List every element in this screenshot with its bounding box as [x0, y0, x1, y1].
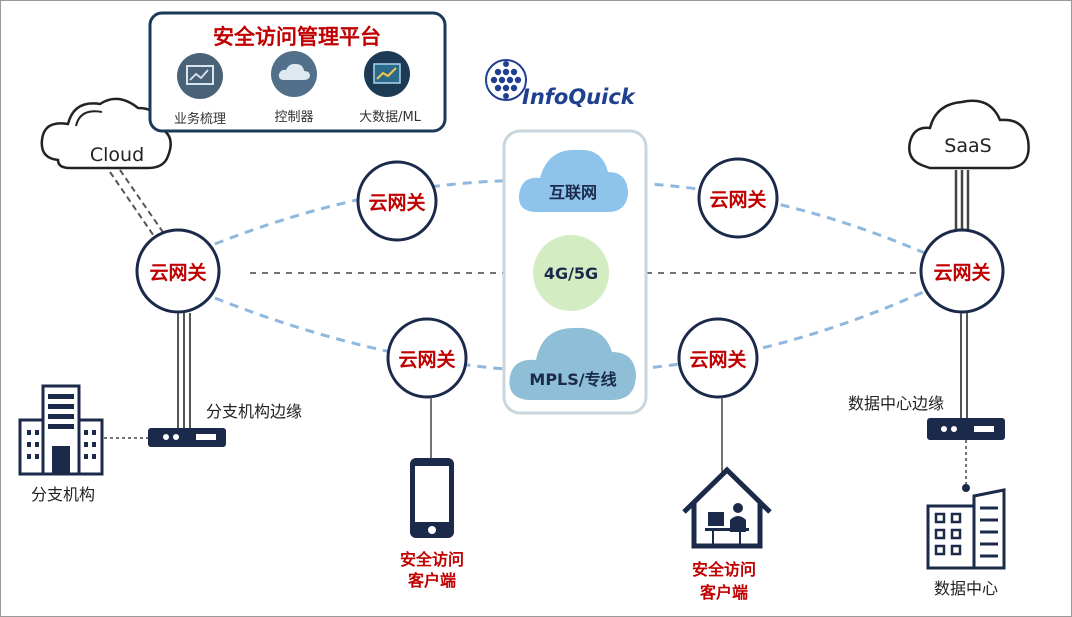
branch-edge-device: [148, 428, 226, 447]
mobile-client-label-2: 客户端: [408, 571, 456, 590]
cloud-right-label: SaaS: [944, 135, 991, 157]
mobile-label: 4G/5G: [544, 264, 598, 283]
branch-link: [177, 313, 191, 428]
analytics-icon: [364, 51, 410, 97]
gateway-top-left-label: 云网关: [368, 191, 425, 214]
dashboard-icon: [177, 53, 223, 99]
module-label-controller: 控制器: [274, 110, 313, 125]
branch-edge-label: 分支机构边缘: [206, 402, 302, 421]
brand-name: InfoQuick: [522, 85, 637, 109]
dc-site-label: 数据中心: [934, 579, 998, 598]
gateway-left: 云网关: [135, 228, 221, 314]
gateway-right: 云网关: [919, 228, 1005, 314]
dc-link: [960, 313, 968, 418]
mpls-cloud: MPLS/专线: [509, 327, 636, 400]
internet-cloud: 互联网: [518, 149, 628, 212]
gateway-left-label: 云网关: [149, 261, 206, 284]
management-platform-panel: 安全访问管理平台 业务梳理 控制器 大数据/ML: [148, 11, 447, 133]
module-label-bigdata: 大数据/ML: [359, 110, 422, 125]
home-office-icon: [682, 466, 772, 549]
cloud-left-label: Cloud: [90, 144, 144, 166]
cloud-right: SaaS: [908, 99, 1030, 170]
saas-link: [954, 170, 970, 230]
cloud-left: Cloud: [40, 97, 172, 170]
home-client-label-1: 安全访问: [692, 560, 756, 579]
dc-link-dot: [962, 484, 970, 492]
gateway-right-label: 云网关: [933, 261, 990, 284]
gateway-top-left: 云网关: [356, 160, 438, 242]
branch-site-label: 分支机构: [31, 485, 95, 504]
dc-edge-device: [927, 418, 1005, 440]
home-client-label-2: 客户端: [700, 583, 748, 602]
dc-edge-label: 数据中心边缘: [848, 394, 944, 413]
gateway-top-right-label: 云网关: [709, 188, 766, 211]
module-label-business: 业务梳理: [174, 111, 226, 127]
gateway-bottom-right-label: 云网关: [689, 348, 746, 371]
gateway-top-right: 云网关: [697, 157, 779, 239]
gateway-bottom-left-label: 云网关: [398, 348, 455, 371]
branch-building-icon: [18, 384, 104, 476]
mobile-network: 4G/5G: [533, 235, 609, 311]
datacenter-building-icon: [926, 488, 1006, 570]
gateway-bottom-left: 云网关: [386, 317, 468, 399]
gateway-bottom-right: 云网关: [677, 317, 759, 399]
cloud-controller-icon: [271, 51, 317, 97]
mpls-label: MPLS/专线: [529, 370, 616, 389]
cloud-left-link: [109, 169, 168, 243]
mobile-client-label-1: 安全访问: [400, 550, 464, 569]
internet-label: 互联网: [549, 183, 597, 202]
platform-title: 安全访问管理平台: [213, 25, 381, 49]
phone-icon: [410, 458, 454, 538]
infoquick-logo: InfoQuick: [485, 59, 637, 109]
